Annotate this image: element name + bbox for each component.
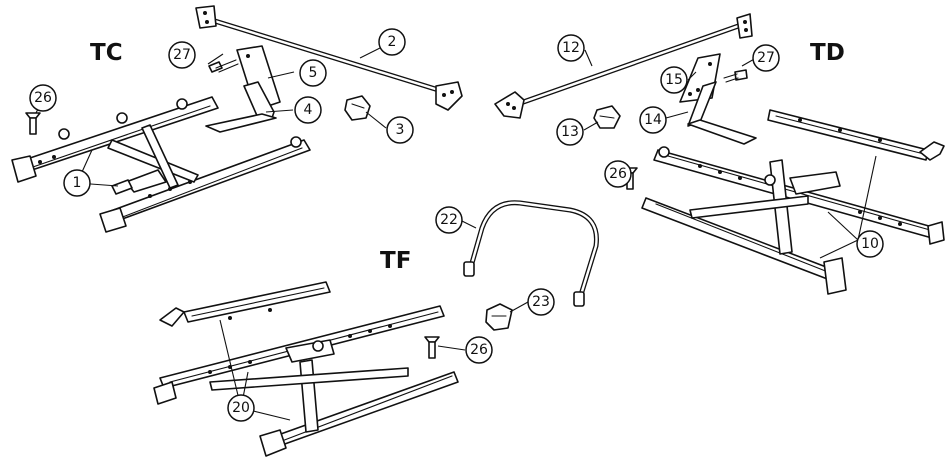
callout-3: 3 (386, 116, 414, 144)
callout-1: 1 (63, 169, 91, 197)
callout-23-label: 23 (532, 294, 550, 310)
callout-12: 12 (557, 34, 585, 62)
callout-26-tf-label: 26 (470, 342, 488, 358)
callout-14: 14 (639, 106, 667, 134)
callout-15: 15 (660, 66, 688, 94)
callout-26-tf: 26 (465, 336, 493, 364)
model-label-tf: TF (380, 248, 411, 274)
callout-27-tc-label: 27 (173, 47, 191, 63)
model-label-tc: TC (90, 40, 123, 66)
callout-20-label: 20 (232, 400, 250, 416)
callout-10-label: 10 (861, 236, 879, 252)
callout-26-td-label: 26 (609, 166, 627, 182)
callout-2-label: 2 (388, 34, 397, 50)
callout-26-tc-label: 26 (34, 90, 52, 106)
callout-26-tc: 26 (29, 84, 57, 112)
callout-23: 23 (527, 288, 555, 316)
callout-5-label: 5 (309, 65, 318, 81)
callout-4-label: 4 (304, 102, 313, 118)
tc-l-bracket (205, 81, 277, 133)
tc-wood-screw (208, 59, 239, 73)
callout-12-label: 12 (562, 40, 580, 56)
callout-27-tc: 27 (168, 41, 196, 69)
callout-27-td-label: 27 (757, 50, 775, 66)
tf-seat-frame (153, 281, 459, 457)
callout-1-label: 1 (73, 175, 82, 191)
callout-22: 22 (435, 206, 463, 234)
tf-countersunk-bolt (424, 336, 440, 359)
callout-13: 13 (556, 118, 584, 146)
callout-26-td: 26 (604, 160, 632, 188)
tc-seat-bar-rod (195, 5, 463, 111)
callout-15-label: 15 (665, 72, 683, 88)
callout-27-td: 27 (752, 44, 780, 72)
model-label-td: TD (810, 40, 845, 66)
callout-3-label: 3 (396, 122, 405, 138)
callout-13-label: 13 (561, 124, 579, 140)
tc-countersunk-bolt (25, 112, 41, 135)
td-clip (593, 105, 621, 129)
callout-10: 10 (856, 230, 884, 258)
td-seat-frame (641, 146, 945, 295)
callout-4: 4 (294, 96, 322, 124)
tc-clip (344, 95, 371, 121)
td-wood-screw (723, 69, 748, 83)
tf-seat-hoop (463, 200, 599, 307)
tc-seat-frame (11, 96, 311, 233)
leader-lines (35, 47, 877, 421)
callout-22-label: 22 (440, 212, 458, 228)
td-seat-bar-rod (494, 13, 753, 119)
td-l-bracket (687, 81, 757, 145)
td-adjuster-rail (767, 109, 945, 161)
callout-5: 5 (299, 59, 327, 87)
callout-20: 20 (227, 394, 255, 422)
tf-clip (485, 303, 513, 331)
callout-2: 2 (378, 28, 406, 56)
callout-14-label: 14 (644, 112, 662, 128)
